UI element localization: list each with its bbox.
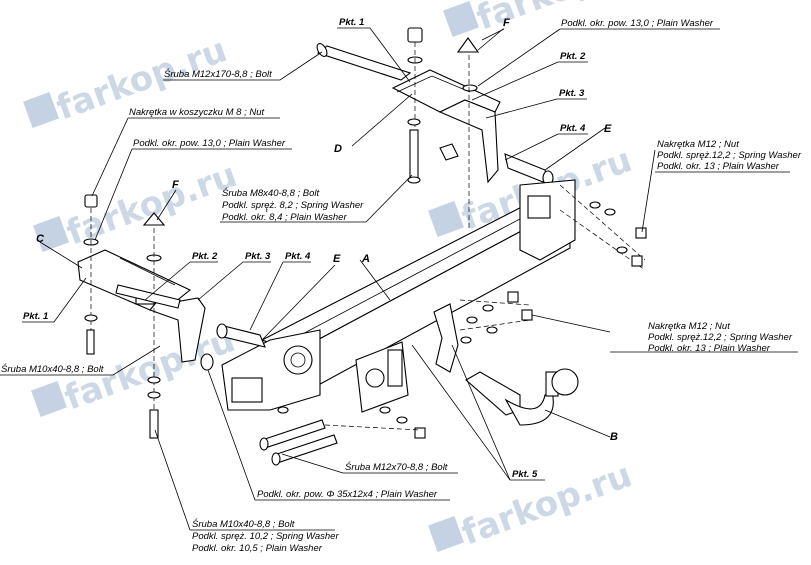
cage-nut-left	[84, 194, 98, 208]
callout-pkt2-top: Pkt. 2	[560, 51, 586, 62]
watermark-3: farkop.ru	[33, 155, 242, 253]
label-m8-plain: Podkl. okr. 8,4 ; Plain Washer	[222, 212, 347, 223]
label-nut-m12-top: Nakrętka M12 ; Nut	[657, 139, 739, 150]
label-washer-13-right: Podkl. okr. pow. 13,0 ; Plain Washer	[561, 18, 714, 29]
cage-nut-f-left	[142, 212, 166, 226]
right-end-plate	[519, 179, 576, 261]
callout-c: C	[36, 233, 45, 245]
vertical-bracket	[433, 303, 459, 373]
bolt-m10x40-left	[86, 329, 95, 355]
callout-a: A	[361, 253, 370, 265]
label-washer-35: Podkl. okr. pow. Φ 35x12x4 ; Plain Washe…	[257, 489, 438, 500]
tow-ball	[465, 368, 579, 426]
callout-pkt2-left: Pkt. 2	[192, 251, 218, 262]
washer-35	[200, 353, 214, 371]
callout-f-left: F	[172, 179, 179, 191]
cage-nut-top	[407, 27, 423, 43]
left-fasteners	[83, 194, 166, 439]
label-m8-bolt: Śruba M8x40-8,8 ; Bolt	[222, 187, 320, 199]
callout-pkt5: Pkt. 5	[512, 469, 538, 480]
bolt-m10x40-bottom	[149, 409, 159, 439]
bolts-m12x70	[259, 419, 338, 466]
label-washer-13-left: Podkl. okr. pow. 13,0 ; Plain Washer	[133, 138, 286, 149]
label-plain-10: Podkl. okr. 10,5 ; Plain Washer	[192, 543, 323, 554]
callout-pkt4-top: Pkt. 4	[560, 123, 586, 134]
label-spring-10: Podkl. spręż. 10,2 ; Spring Washer	[192, 531, 339, 542]
callout-e-left: E	[333, 253, 341, 265]
callout-pkt3-top: Pkt. 3	[559, 88, 585, 99]
callout-b: B	[610, 431, 618, 443]
callout-f-top: F	[503, 17, 510, 29]
bottom-fasteners	[277, 406, 426, 439]
pin-left	[115, 284, 266, 348]
top-bracket	[391, 69, 501, 184]
label-nut-m12-mid: Nakrętka M12 ; Nut	[648, 321, 730, 332]
bolt-m12x170	[316, 43, 412, 81]
callout-pkt4-left: Pkt. 4	[285, 251, 311, 262]
left-end-plate	[221, 329, 321, 411]
label-bolt-m10x40-bottom: Śruba M10x40-8,8 ; Bolt	[192, 518, 295, 530]
callout-d: D	[334, 143, 342, 155]
centre-mount-plate	[355, 341, 409, 413]
bolt-m8x40	[407, 118, 421, 184]
left-bracket	[77, 249, 206, 363]
svg-text:farkop.ru: farkop.ru	[456, 455, 637, 553]
label-nut-cage-m8: Nakrętka w koszyczku M 8 ; Nut	[129, 107, 265, 118]
callout-labels: Śruba M12x170-8,8 ; Bolt Nakrętka w kosz…	[1, 17, 802, 554]
label-bolt-m12x70: Śruba M12x70-8,8 ; Bolt	[345, 461, 448, 473]
cage-nut-f-top	[456, 37, 480, 53]
right-fasteners-top	[559, 184, 647, 271]
leader-lines	[0, 27, 798, 531]
label-plain-13-top: Podkl. okr. 13 ; Plain Washer	[657, 161, 780, 172]
callout-pkt3-left: Pkt. 3	[245, 251, 271, 262]
label-plain-13-mid: Podkl. okr. 13 ; Plain Washer	[648, 343, 771, 354]
label-bolt-m12x170: Śruba M12x170-8,8 ; Bolt	[164, 68, 272, 80]
label-bolt-m10x40-mid: Śruba M10x40-8,8 ; Bolt	[1, 363, 104, 375]
washer-13-top	[462, 84, 478, 92]
callout-pkt1-top: Pkt. 1	[339, 17, 364, 28]
label-spring-12-mid: Podkl. spręż.12,2 ; Spring Washer	[648, 332, 793, 343]
label-spring-12-top: Podkl. spręż.12,2 ; Spring Washer	[657, 150, 802, 161]
callout-e-top: E	[604, 123, 612, 135]
right-fasteners-mid	[459, 291, 533, 344]
callout-pkt1-left: Pkt. 1	[23, 311, 48, 322]
label-m8-spring: Podkl. sprę̨ż. 8,2 ; Spring Washer	[222, 200, 364, 212]
